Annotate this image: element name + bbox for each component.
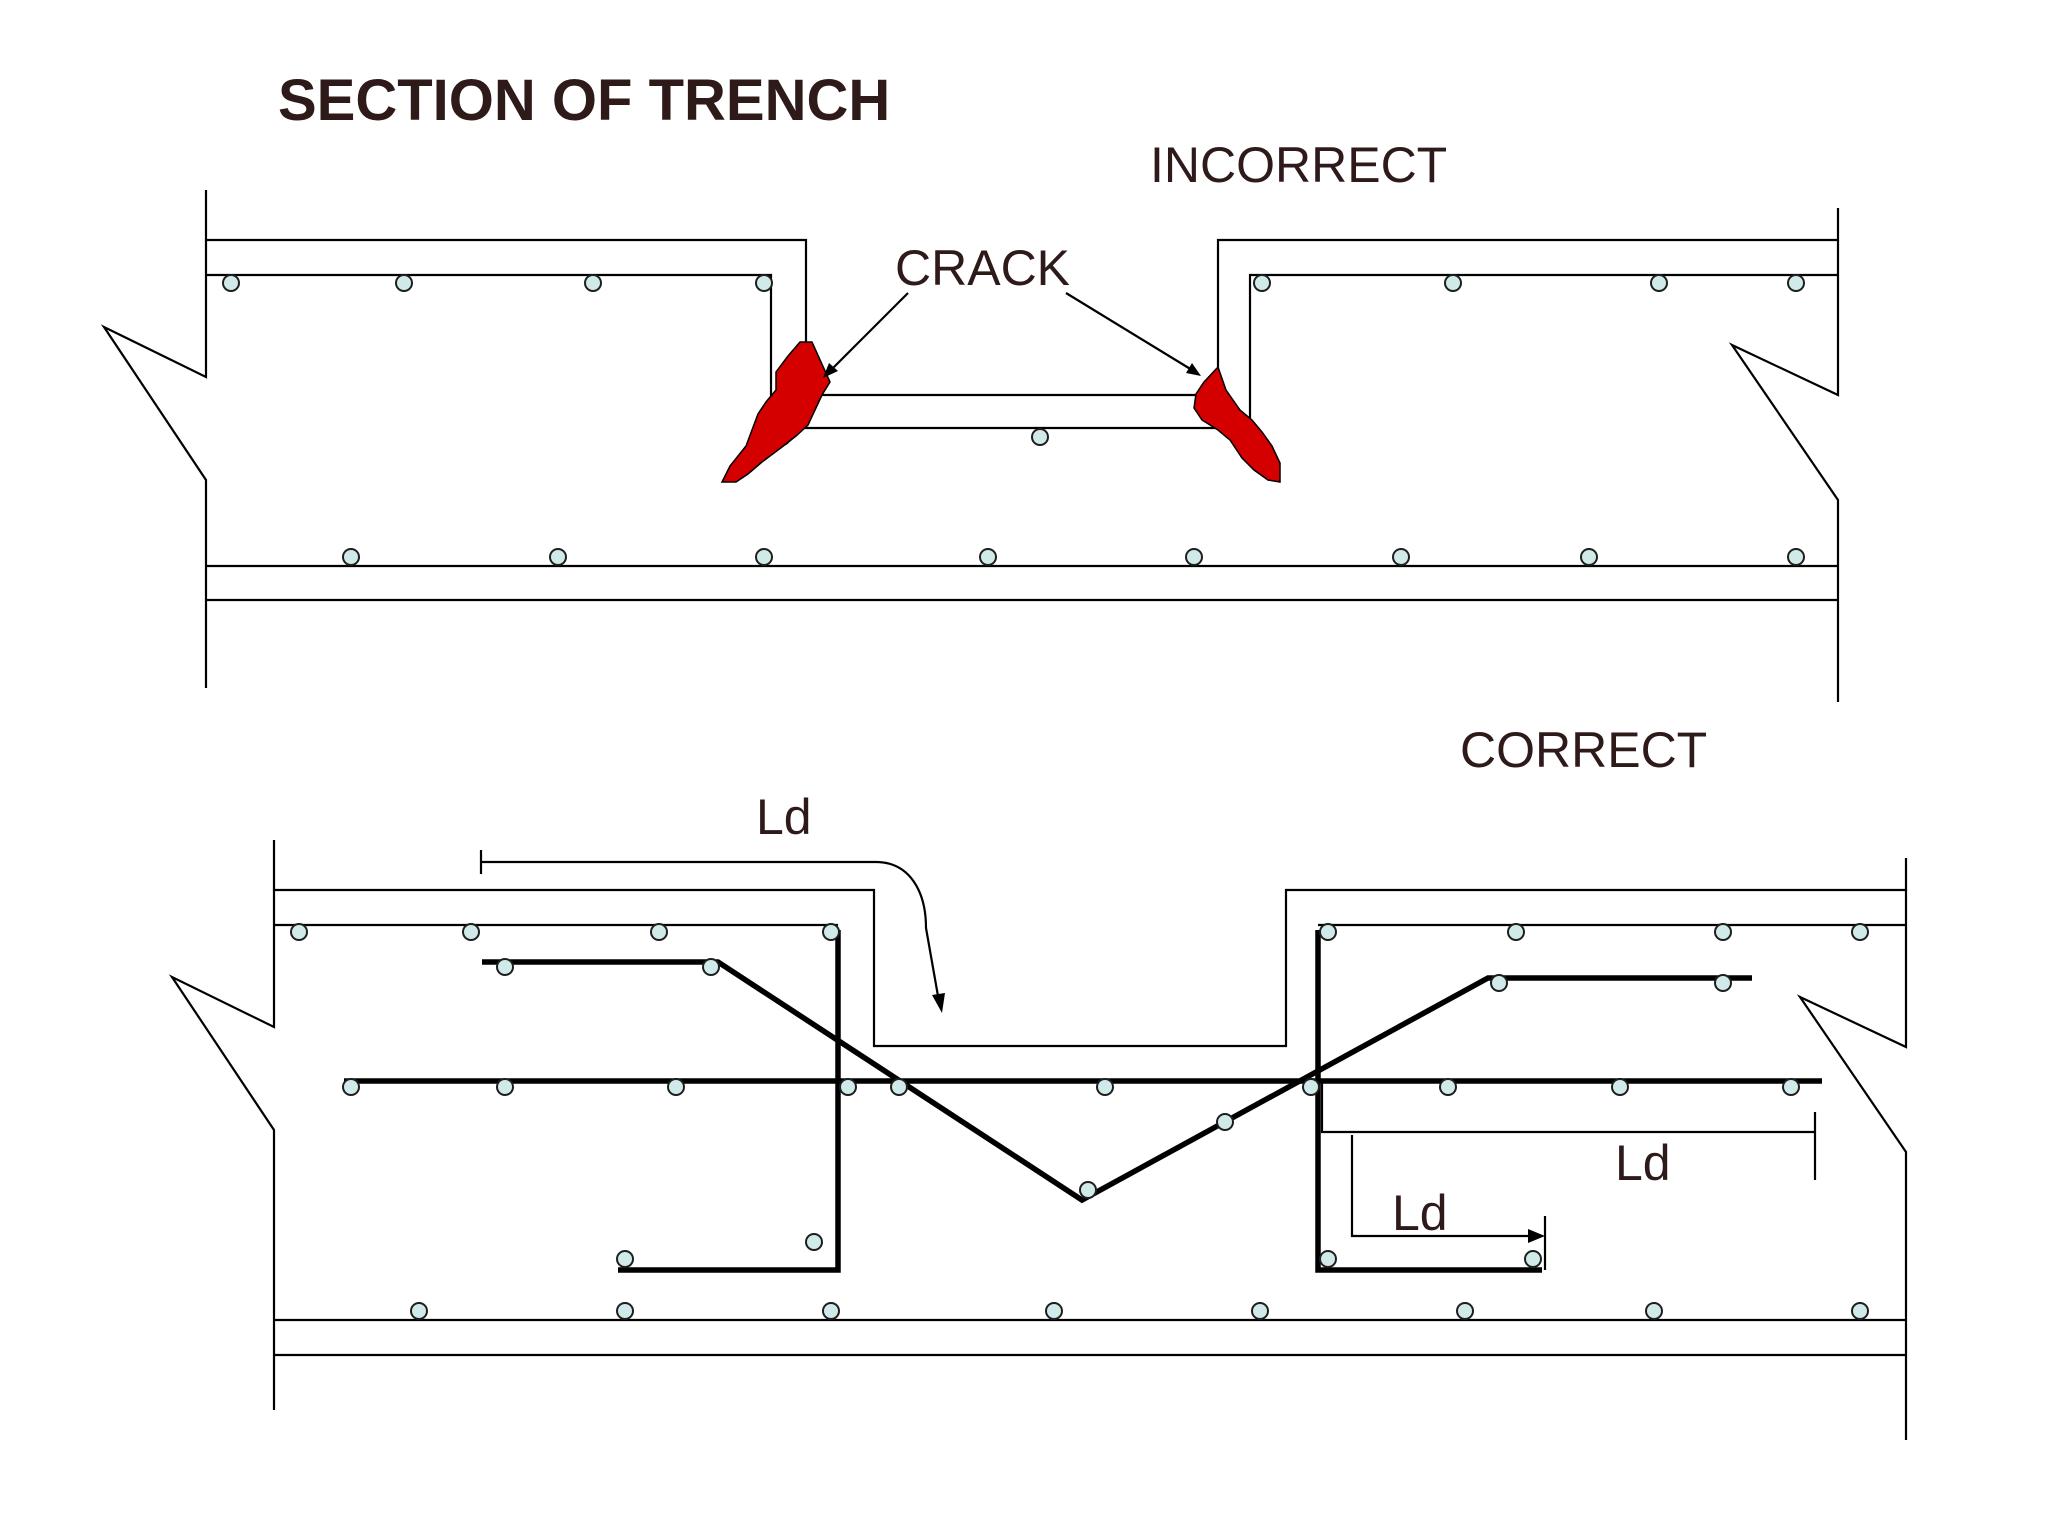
crack-label: CRACK (895, 240, 1070, 296)
ld-top-arrowhead (932, 993, 945, 1013)
rebar-dot (1253, 274, 1271, 292)
ld-right-short-arrowhead (1528, 1229, 1545, 1243)
ld-right-short-label: Ld (1392, 1185, 1448, 1241)
rebar-dot (290, 923, 308, 941)
rebar-dot (222, 274, 240, 292)
correct-right-break-line (1796, 890, 1908, 1440)
rebar-dot (1490, 974, 1508, 992)
crack-left-arrow (831, 292, 909, 370)
rebar-dot (395, 274, 413, 292)
rebar-dot (702, 958, 720, 976)
incorrect-left-break-line (100, 240, 208, 688)
rebar-dot (1782, 1078, 1800, 1096)
rebar-dot (1045, 1302, 1063, 1320)
correct-left-break-line (168, 890, 276, 1410)
rebar-dot (616, 1302, 634, 1320)
rebar-dot (1444, 274, 1462, 292)
correct-lower-bar-dots (616, 1233, 1542, 1268)
rebar-dot (1031, 428, 1049, 446)
rebar-dot (496, 1078, 514, 1096)
ld-top-label: Ld (756, 789, 812, 845)
rebar-dot (1251, 1302, 1269, 1320)
incorrect-concrete-outline (204, 190, 1840, 397)
rebar-dot (1787, 274, 1805, 292)
rebar-dot (1392, 548, 1410, 566)
crack-left-shape (720, 341, 831, 483)
rebar-dot (1580, 548, 1598, 566)
rebar-dot (410, 1302, 428, 1320)
incorrect-detail: INCORRECT (100, 137, 1840, 702)
rebar-dot (1650, 274, 1668, 292)
rebar-dot (1319, 923, 1337, 941)
rebar-dot (822, 923, 840, 941)
correct-bottom-bar-dots (410, 1302, 1869, 1320)
rebar-dot (616, 1250, 634, 1268)
right-l-rebar[interactable] (1315, 930, 1542, 1273)
rebar-dot (1302, 1078, 1320, 1096)
rebar-dot (1439, 1078, 1457, 1096)
rebar-dot (979, 548, 997, 566)
rebar-dot (805, 1233, 823, 1251)
left-l-rebar[interactable] (618, 930, 841, 1273)
crack-right-shape (1193, 365, 1281, 483)
crack-right-arrow (1065, 292, 1193, 371)
rebar-dot (549, 548, 567, 566)
incorrect-label: INCORRECT (1150, 137, 1447, 193)
correct-concrete-outline (272, 840, 1908, 1048)
rebar-dot (1714, 923, 1732, 941)
crack-right-arrowhead (1186, 363, 1201, 376)
rebar-dot (755, 274, 773, 292)
rebar-dot (1096, 1078, 1114, 1096)
rebar-dot (1524, 1250, 1542, 1268)
rebar-dot (1456, 1302, 1474, 1320)
rebar-dot (650, 923, 668, 941)
ld-top-dimension-line (481, 860, 940, 997)
bent-up-rebar[interactable] (482, 959, 1752, 1204)
incorrect-top-bar-dots (222, 274, 1805, 446)
correct-detail: CORRECT Ld Ld L (168, 722, 1908, 1440)
rebar-dot (1185, 548, 1203, 566)
ld-right-long-dimension (1320, 1082, 1817, 1180)
correct-top-bar-dots (290, 923, 1869, 992)
incorrect-right-break-line (1728, 240, 1840, 702)
rebar-dot (342, 548, 360, 566)
rebar-dot (342, 1078, 360, 1096)
rebar-dot (1216, 1113, 1234, 1131)
correct-middle-bar-dots (342, 1078, 1800, 1199)
rebar-dot (462, 923, 480, 941)
rebar-dot (1714, 974, 1732, 992)
rebar-dot (496, 958, 514, 976)
rebar-dot (1851, 923, 1869, 941)
incorrect-bottom-bar-dots (342, 548, 1805, 566)
rebar-dot (1611, 1078, 1629, 1096)
rebar-dot (1645, 1302, 1663, 1320)
crack-left-arrowhead (823, 363, 838, 378)
rebar-dot (822, 1302, 840, 1320)
rebar-dot (1507, 923, 1525, 941)
rebar-dot (755, 548, 773, 566)
rebar-dot (667, 1078, 685, 1096)
rebar-dot (1079, 1181, 1097, 1199)
ld-right-short-dimension (1350, 1135, 1547, 1270)
diagram-title: SECTION OF TRENCH (278, 68, 890, 133)
correct-label: CORRECT (1460, 722, 1707, 778)
rebar-dot (1787, 548, 1805, 566)
rebar-dot (1319, 1250, 1337, 1268)
rebar-dot (1851, 1302, 1869, 1320)
incorrect-top-rebar (206, 273, 1838, 430)
rebar-dot (890, 1078, 908, 1096)
rebar-dot (839, 1078, 857, 1096)
rebar-dot (584, 274, 602, 292)
ld-right-long-label: Ld (1615, 1135, 1671, 1191)
